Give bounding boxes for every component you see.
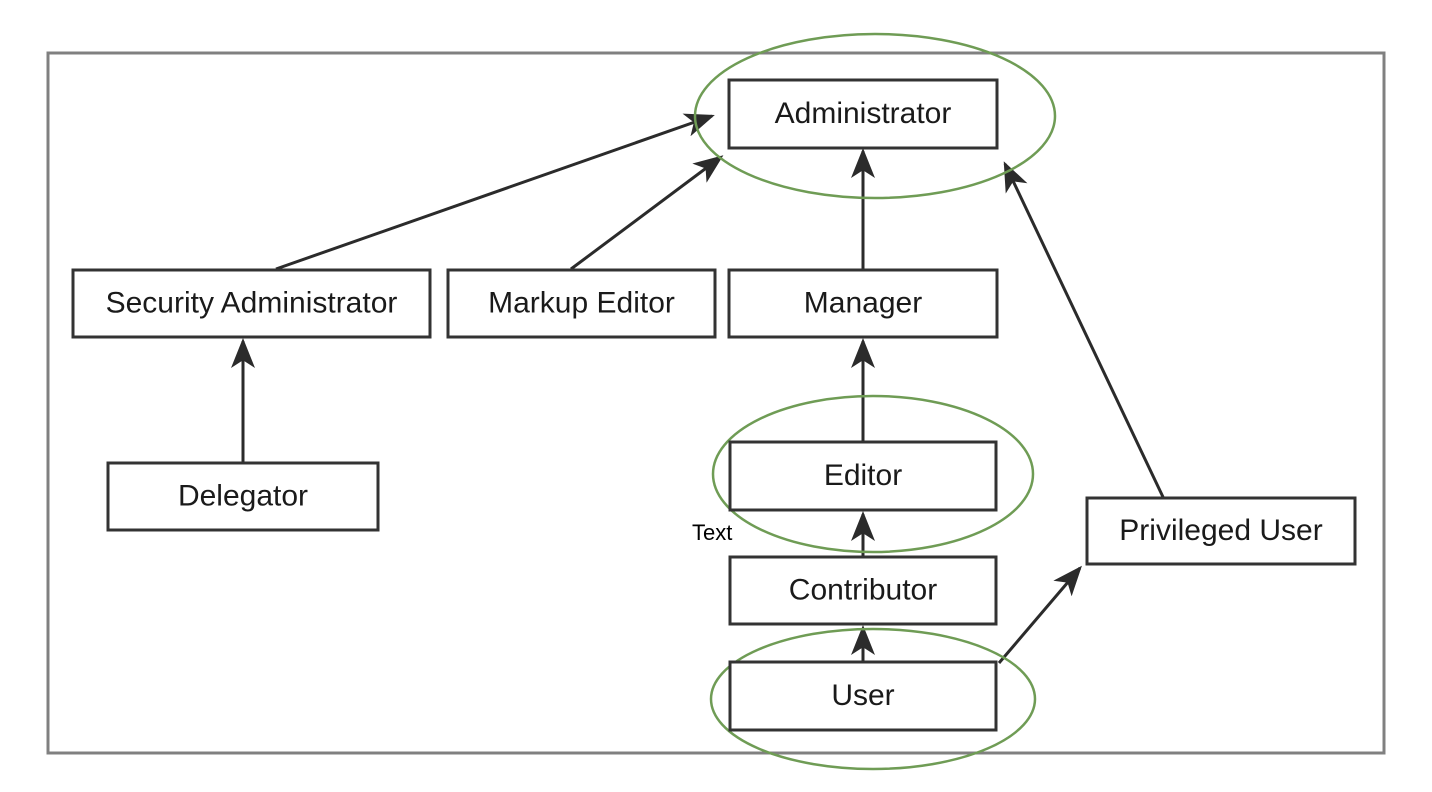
user-highlight-ellipse [709, 627, 1037, 771]
node-label-editor: Editor [824, 459, 902, 492]
edges-layer [231, 113, 1165, 664]
node-label-markup-editor: Markup Editor [488, 286, 675, 319]
edge-security-administrator-to-administrator [275, 113, 715, 271]
text-annotation: Text [692, 520, 732, 545]
free-labels-layer: Text [692, 520, 732, 545]
node-label-administrator: Administrator [775, 97, 952, 130]
node-label-privileged-user: Privileged User [1119, 514, 1322, 547]
node-security-administrator[interactable]: Security Administrator [71, 268, 432, 339]
node-label-delegator: Delegator [178, 479, 308, 512]
node-box-privileged-user[interactable] [1085, 496, 1357, 566]
node-markup-editor[interactable]: Markup Editor [446, 268, 717, 339]
edge-user-to-privileged-user [997, 565, 1082, 664]
node-manager[interactable]: Manager [727, 268, 999, 339]
node-contributor[interactable]: Contributor [728, 555, 998, 626]
edge-privileged-user-to-administrator [1003, 161, 1165, 498]
node-label-security-administrator: Security Administrator [106, 286, 398, 319]
node-label-contributor: Contributor [789, 573, 937, 606]
administrator-highlight-ellipse [693, 32, 1057, 200]
node-box-delegator[interactable] [106, 461, 380, 532]
node-privileged-user[interactable]: Privileged User [1085, 496, 1357, 566]
node-label-manager: Manager [804, 286, 922, 319]
node-box-contributor[interactable] [728, 555, 998, 626]
diagram-frame [46, 51, 1386, 755]
node-user[interactable]: User [728, 660, 998, 732]
node-box-editor[interactable] [728, 440, 998, 512]
node-administrator[interactable]: Administrator [727, 78, 999, 150]
highlights-layer [693, 32, 1057, 771]
node-label-user: User [831, 679, 894, 712]
node-delegator[interactable]: Delegator [106, 461, 380, 532]
node-box-manager[interactable] [727, 268, 999, 339]
node-box-administrator[interactable] [727, 78, 999, 150]
node-box-user[interactable] [728, 660, 998, 732]
edge-markup-editor-to-administrator [570, 155, 724, 271]
node-box-markup-editor[interactable] [446, 268, 717, 339]
node-box-security-administrator[interactable] [71, 268, 432, 339]
editor-highlight-ellipse [711, 394, 1035, 554]
node-editor[interactable]: Editor [728, 440, 998, 512]
